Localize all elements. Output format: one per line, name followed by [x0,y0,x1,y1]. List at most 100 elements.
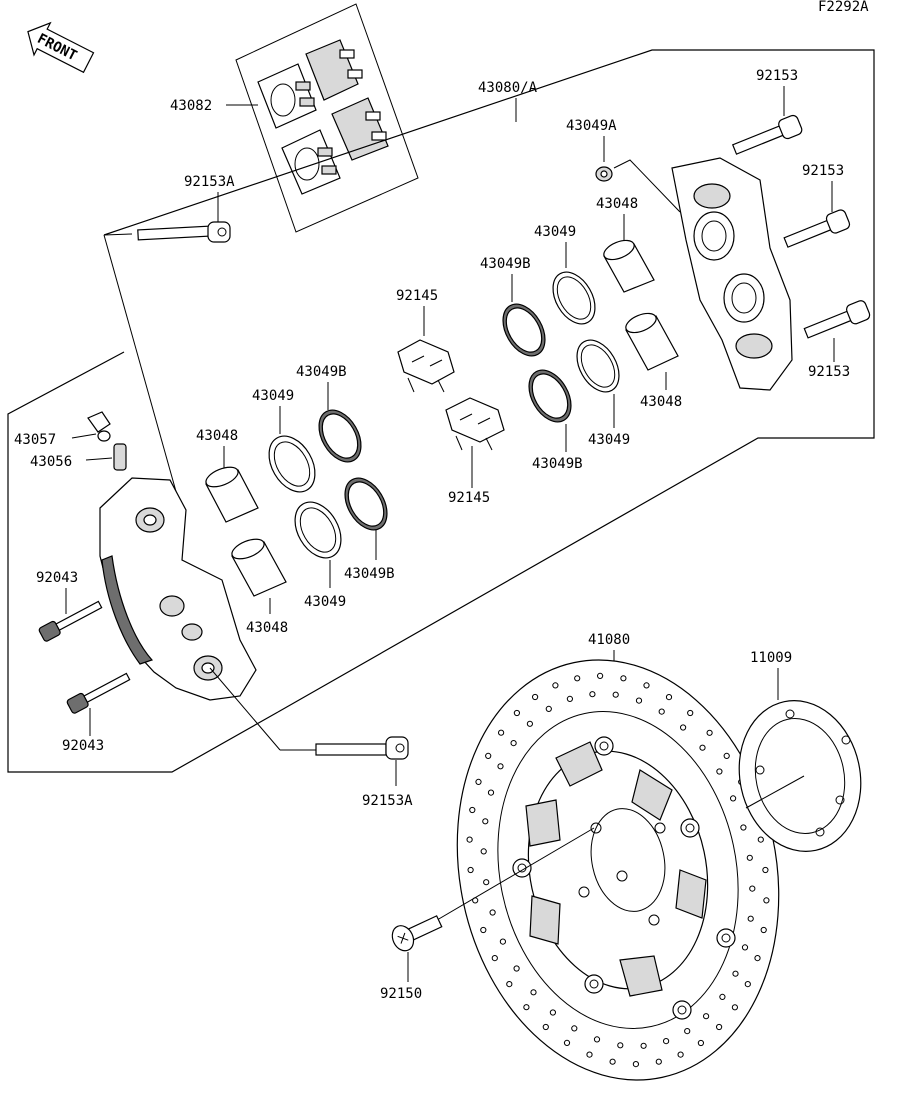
bolt-92153-2 [783,209,851,248]
callout-92043-top: 92043 [36,570,78,586]
callout-43049b-lt: 43049B [296,364,347,380]
callout-43049b-rb: 43049B [532,456,583,472]
callout-43057: 43057 [14,432,56,448]
disc-drill-hole [532,693,539,701]
seal-43049-rb [576,339,620,393]
disc-drill-hole [612,691,619,698]
bolt-92153a-bottom [315,736,409,760]
disc-drill-hole [571,1025,578,1032]
disc-drill-hole [469,806,476,814]
disc-drill-hole [732,970,739,977]
disc-drill-hole [513,709,521,717]
piston-43048-lt [205,466,259,523]
disc-drill-hole [740,824,747,831]
disc-drill-hole [744,981,751,988]
disc-drill-hole [597,672,604,680]
seal-43049-lt [268,435,316,493]
bolt-92153a-top [137,221,231,243]
callout-92153-2: 92153 [802,163,844,179]
disc-drill-hole [480,926,487,934]
disc-drill-hole [530,989,537,996]
seal-43049-rt [552,271,596,325]
disc-drill-hole [762,866,769,874]
disc-drill-hole [632,1061,640,1068]
disc-drill-hole [617,1042,624,1049]
disc-drill-hole [487,789,495,796]
callout-43049-lb: 43049 [304,594,346,610]
seal-43049-lb [294,501,342,559]
callout-43080a: 43080/A [478,80,538,96]
disc-drill-hole [542,1023,549,1031]
brake-pads-group [235,3,419,233]
callout-43049-rb: 43049 [588,432,630,448]
disc-drill-hole [741,944,749,951]
disc-drill-hole [703,1013,710,1020]
disc-drill-hole [635,697,643,704]
disc-drill-hole [489,909,496,916]
callout-92153a-bottom: 92153A [362,793,413,809]
disc-drill-hole [526,720,534,727]
disc-drill-hole [760,926,767,934]
disc-drill-hole [677,1051,684,1058]
disc-drill-hole [593,1036,601,1043]
callout-43056: 43056 [30,454,72,470]
bolt-92153-1 [731,114,803,155]
disc-drill-hole [620,675,627,682]
disc-drill-hole [684,1028,691,1035]
disc-holes [466,672,770,1068]
disc-drill-hole [586,1051,593,1058]
pad-2 [305,39,363,101]
callout-43049-rt: 43049 [534,224,576,240]
disc-drill-hole [589,691,596,698]
callout-92153-1: 92153 [756,68,798,84]
disc-drill-hole [757,836,764,843]
disc-drill-hole [723,752,730,760]
caliper-assy-frame-right [103,49,875,713]
disc-drill-hole [499,938,506,945]
disc-drill-hole [506,981,513,988]
shim-11009 [738,700,862,852]
pin-92043-top [38,600,103,642]
disc-drill-hole [680,724,687,731]
caliper-left-half [99,477,257,701]
disc-drill-hole [545,705,552,713]
piston-43048-rt [603,239,655,293]
callout-92150: 92150 [380,986,422,1002]
disc-drill-hole [643,682,650,689]
caliper-assy-frame-left [7,351,279,773]
brake-disc-41080 [456,659,780,1081]
callout-43048-rb: 43048 [640,394,682,410]
callout-92153a-top: 92153A [184,174,235,190]
disc-drill-hole [719,993,726,1001]
disc-drill-hole [552,682,559,689]
pin-92043-bot [66,672,131,714]
piston-43048-rb [625,312,679,371]
disc-drill-hole [763,897,770,904]
disc-drill-hole [687,709,694,717]
disc-drill-hole [563,1039,571,1047]
bleeder-valve-43056 [113,443,127,471]
disc-drill-hole [574,675,581,682]
disc-drill-hole [716,1023,723,1031]
callout-43048-lb: 43048 [246,620,288,636]
disc-drill-hole [467,866,474,874]
disc-drill-hole [699,744,706,751]
disc-drill-hole [655,1058,662,1065]
disc-drill-hole [640,1042,647,1049]
disc-drill-hole [665,694,673,701]
disc-drill-hole [510,740,517,747]
disc-drill-hole [498,729,505,736]
disc-drill-hole [609,1058,616,1065]
callout-43049-lt: 43049 [252,388,294,404]
bleeder-cap-43057 [87,411,111,442]
disc-drill-hole [483,879,490,886]
disc-drill-hole [491,955,498,962]
callout-43048-lt: 43048 [196,428,238,444]
disc-drill-hole [466,836,473,843]
disc-carrier-slots [525,741,707,997]
disc-drill-hole [566,695,574,703]
callout-92145-top: 92145 [396,288,438,304]
bolt-92153-3 [803,300,871,339]
disc-drill-hole [658,708,665,715]
